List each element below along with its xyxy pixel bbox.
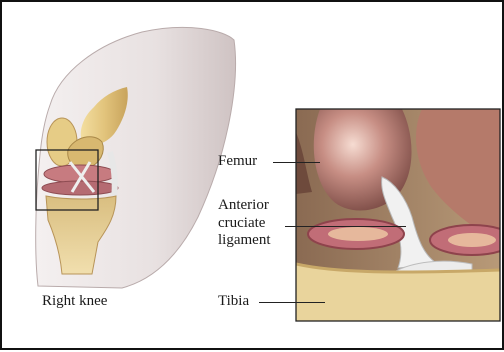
- tibia-leader-line: [259, 302, 325, 303]
- tibia-label: Tibia: [218, 293, 249, 310]
- acl-label: Anterior cruciate ligament: [218, 197, 271, 250]
- femur-leader-line: [273, 162, 320, 163]
- acl-leader-line: [285, 226, 406, 227]
- right-knee-caption: Right knee: [42, 293, 107, 310]
- femur-label: Femur: [218, 153, 257, 170]
